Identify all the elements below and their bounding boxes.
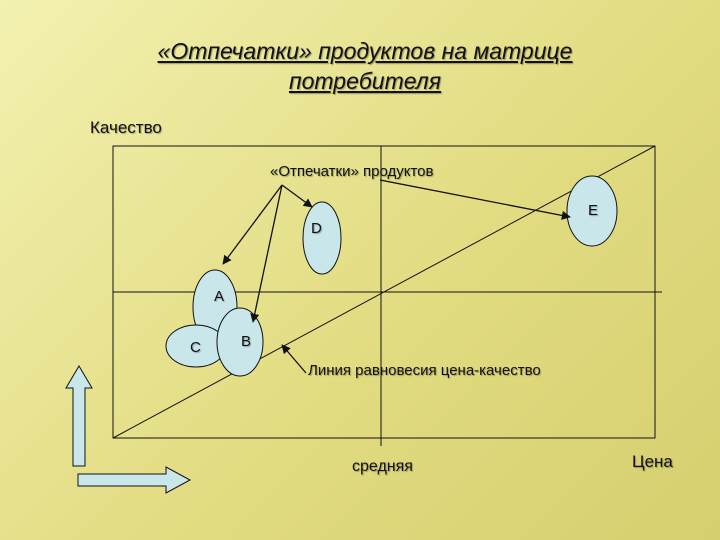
pointer-arrow-to-d bbox=[281, 184, 313, 208]
pointer-arrow-to-b bbox=[250, 184, 283, 323]
page-title: «Отпечатки» продуктов на матрице потреби… bbox=[100, 36, 630, 96]
pointer-arrow-to-a bbox=[222, 184, 283, 265]
average-price-label: средняя bbox=[352, 458, 413, 475]
product-b-ellipse bbox=[216, 307, 264, 377]
title-line-2: потребителя bbox=[288, 68, 442, 94]
pointer-arrow-to-equilibrium bbox=[281, 344, 307, 374]
product-b-label: B bbox=[241, 333, 252, 350]
product-e-label: E bbox=[588, 202, 599, 219]
equilibrium-line-label: Линия равновесия цена-качество bbox=[308, 362, 541, 379]
pointer-arrow-to-e bbox=[379, 179, 571, 220]
title-line-1: «Отпечатки» продуктов на матрице bbox=[157, 38, 573, 64]
quality-direction-arrow-icon bbox=[65, 365, 93, 467]
product-d-label: D bbox=[311, 220, 322, 237]
equilibrium-line bbox=[112, 145, 656, 439]
product-a-label: A bbox=[214, 288, 225, 305]
footprints-callout: «Отпечатки» продуктов bbox=[270, 163, 434, 180]
product-c-label: C bbox=[190, 339, 201, 356]
product-d-ellipse bbox=[302, 201, 342, 275]
price-direction-arrow-icon bbox=[77, 466, 192, 494]
x-axis-label: Цена bbox=[632, 452, 673, 471]
y-axis-label: Качество bbox=[90, 118, 162, 137]
